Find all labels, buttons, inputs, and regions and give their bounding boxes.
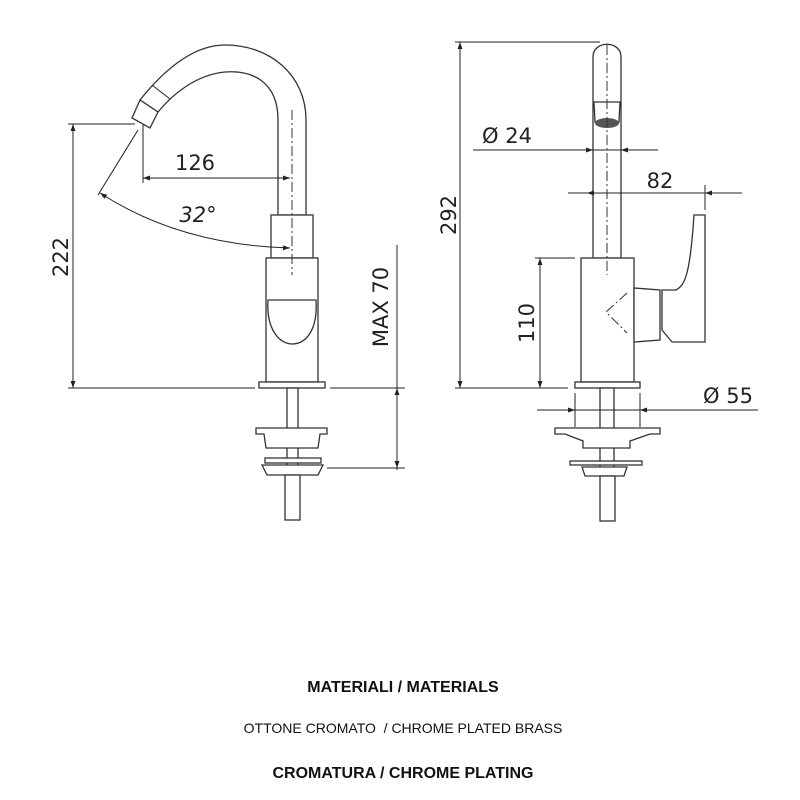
max-deck-thickness-label: MAX 70 bbox=[369, 267, 393, 347]
spout-diameter-label: Ø 24 bbox=[482, 124, 532, 148]
materials-heading: MATERIALI / MATERIALS bbox=[307, 679, 499, 696]
side-height-dimension-label: 222 bbox=[49, 237, 73, 277]
angle-dimension-label: 32° bbox=[179, 203, 216, 227]
reach-dimension-label: 126 bbox=[175, 151, 215, 175]
front-height-dimension-label: 292 bbox=[437, 195, 461, 235]
materials-text: OTTONE CROMATO / CHROME PLATED BRASS bbox=[243, 720, 563, 736]
front-view-faucet bbox=[554, 43, 706, 522]
base-diameter-label: Ø 55 bbox=[703, 384, 753, 408]
handle-reach-label: 82 bbox=[647, 169, 674, 193]
plating-heading: CROMATURA / CHROME PLATING bbox=[272, 765, 534, 782]
side-view-faucet bbox=[131, 44, 328, 521]
front-view-dimensions bbox=[455, 41, 758, 427]
side-view-dimensions bbox=[68, 123, 405, 470]
body-height-label: 110 bbox=[515, 303, 539, 343]
